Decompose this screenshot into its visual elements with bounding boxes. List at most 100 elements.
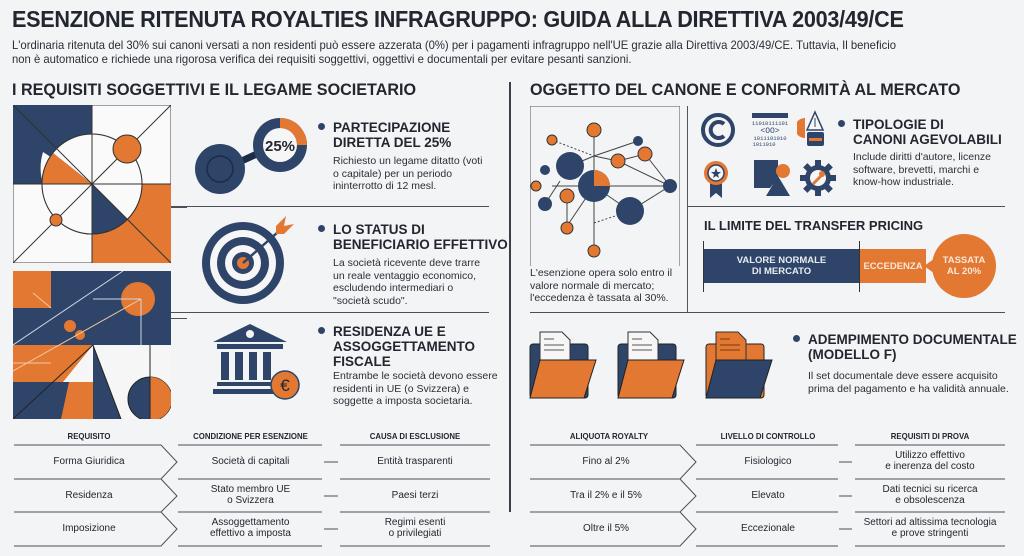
section-divider [509, 82, 511, 512]
table-cell: Eccezionale [741, 522, 795, 534]
divider [171, 312, 489, 313]
shapes-icon [754, 160, 790, 196]
bullet-icon [793, 335, 800, 342]
item-participation: PARTECIPAZIONE DIRETTA DEL 25% Richiesto… [318, 120, 482, 193]
item-title: (MODELLO F) [808, 347, 897, 362]
table-lines [530, 444, 1005, 547]
table-lines [14, 444, 490, 547]
item-title: DIRETTA DEL 25% [333, 135, 452, 150]
table-cell: Entità trasparenti [377, 455, 453, 467]
target-icon [202, 216, 294, 304]
bullet-icon [318, 225, 325, 232]
caption-line: l'eccedenza è tassata al 30%. [530, 292, 669, 304]
table-cell: Residenza [65, 489, 113, 501]
table-cell: Assoggettamento effettivo a imposta [210, 517, 291, 539]
item-text: Include diritti d'autore, licenze [853, 151, 991, 163]
item-text: Entrambe le società devono essere [333, 370, 498, 382]
code-line: <OO> [760, 127, 779, 136]
code-line: 1011101010 [753, 135, 786, 142]
item-text: un reale ventaggio economico, [333, 269, 477, 282]
table-header: CONDIZIONE PER ESENZIONE [193, 431, 308, 441]
pen-nib-icon [797, 110, 825, 146]
table-cell: Fino al 2% [582, 455, 630, 467]
participation-gauge-icon: 25% [195, 118, 307, 194]
item-beneficiary: LO STATUS DI BENEFICIARIO EFFETTIVO La s… [318, 222, 508, 307]
award-ribbon-icon [704, 161, 728, 198]
item-text: prima del pagamento e ha validità annual… [808, 382, 1009, 395]
item-residence: RESIDENZA UE E ASSOGGETTAMENTO FISCALE E… [318, 324, 498, 408]
divider [171, 206, 489, 207]
item-text: residenti in UE (o Svizzera) e [333, 382, 469, 395]
folder-icon [705, 331, 773, 399]
item-text: "società scudo". [333, 294, 408, 307]
bubble-label: AL 20% [946, 266, 982, 277]
table-header: LIVELLO DI CONTROLLO [720, 431, 816, 441]
software-code-icon: 11010111101 <OO> 1011101010 1011010 [752, 113, 789, 148]
table-cell: Elevato [751, 489, 785, 501]
connector-line [171, 318, 187, 319]
gear-wrench-icon [800, 160, 836, 196]
table-cell: Dati tecnici su ricerca e obsolescenza [882, 484, 978, 506]
table-cell: Forma Giuridica [53, 455, 125, 467]
caption-line: L'esenzione opera solo entro il [530, 267, 673, 279]
bar-tick [703, 241, 704, 292]
item-title: ASSOGGETTAMENTO [333, 339, 476, 354]
item-royalty-types: TIPOLOGIE DI CANONI AGEVOLABILI Include … [838, 117, 1002, 189]
table-header: CAUSA DI ESCLUSIONE [369, 431, 461, 441]
code-line: 1011010 [752, 141, 775, 148]
table-cell: Tra il 2% e il 5% [570, 489, 642, 501]
bar-label: VALORE NORMALE [736, 255, 827, 266]
bullet-icon [318, 327, 325, 334]
section-title-right: OGGETTO DEL CANONE E CONFORMITÀ AL MERCA… [530, 80, 961, 99]
excess-bar: ECCEDENZA [860, 249, 926, 283]
table-cell: Settori ad altissima tecnologia e prove … [863, 517, 997, 539]
intro-line: L'ordinaria ritenuta del 30% sui canoni … [12, 38, 897, 52]
item-documents: ADEMPIMENTO DOCUMENTALE (MODELLO F) Il s… [793, 332, 1017, 395]
item-text: Il set documentale deve essere acquisito [808, 370, 998, 382]
item-text: Richiesto un legame ditatto (voti [333, 155, 483, 167]
copyright-icon [701, 113, 735, 147]
bubble-label: TASSATA [942, 255, 986, 266]
item-text: ininterrotto di 12 mesl. [333, 180, 437, 192]
item-title: TIPOLOGIE DI [853, 117, 944, 132]
table-cell: Stato membro UE o Svizzera [210, 484, 291, 506]
network-diagram [530, 106, 680, 266]
item-text: soggette a imposta societaria. [333, 395, 473, 407]
item-text: software, brevetti, marchi e [853, 163, 980, 176]
bank-euro-icon: € [213, 324, 300, 400]
network-caption: L'esenzione opera solo entro il valore n… [530, 267, 672, 305]
caption-line: valore normale di mercato; [530, 279, 655, 292]
section-title-left: I REQUISITI SOGGETTIVI E IL LEGAME SOCIE… [12, 80, 417, 99]
bar-tick [859, 241, 860, 292]
transfer-pricing-title: IL LIMITE DEL TRANSFER PRICING [704, 218, 924, 233]
item-title: LO STATUS DI [333, 222, 425, 237]
table-header: REQUISITO [67, 431, 111, 441]
page-title: ESENZIONE RITENUTA ROYALTIES INFRAGRUPPO… [12, 6, 904, 32]
item-text: escludendo intermediari o [333, 282, 454, 294]
intro-text: L'ordinaria ritenuta del 30% sui canoni … [12, 38, 952, 66]
euro-symbol: € [280, 376, 290, 395]
table-cell: Imposizione [62, 522, 116, 534]
item-title: PARTECIPAZIONE [333, 120, 451, 135]
item-title: CANONI AGEVOLABILI [853, 132, 1002, 147]
bar-label: DI MERCATO [751, 266, 812, 277]
table-cell: Oltre il 5% [582, 522, 630, 534]
item-title: FISCALE [333, 354, 391, 369]
item-text: La società ricevente deve trarre [333, 257, 481, 269]
item-title: BENEFICIARIO EFFETTIVO [333, 237, 508, 252]
item-title: RESIDENZA UE E [333, 324, 446, 339]
document-folders [529, 331, 773, 399]
table-cell: Regimi esenti o privilegiati [384, 517, 446, 539]
divider [530, 312, 1005, 313]
code-line: 11010111101 [752, 120, 789, 127]
divider [687, 106, 688, 312]
item-text: o capitale) per un periodo [333, 167, 453, 180]
intro-line: non è automatico e richiede una rigorosa… [12, 52, 632, 66]
gauge-label: 25% [265, 138, 295, 155]
divider [687, 206, 1005, 207]
table-cell: Utilizzo effettivo e inerenza del costo [885, 450, 975, 472]
bullet-icon [838, 120, 845, 127]
geometric-art-bottom [13, 271, 171, 419]
bullet-icon [318, 123, 325, 130]
item-text: know-how industriale. [853, 176, 954, 188]
